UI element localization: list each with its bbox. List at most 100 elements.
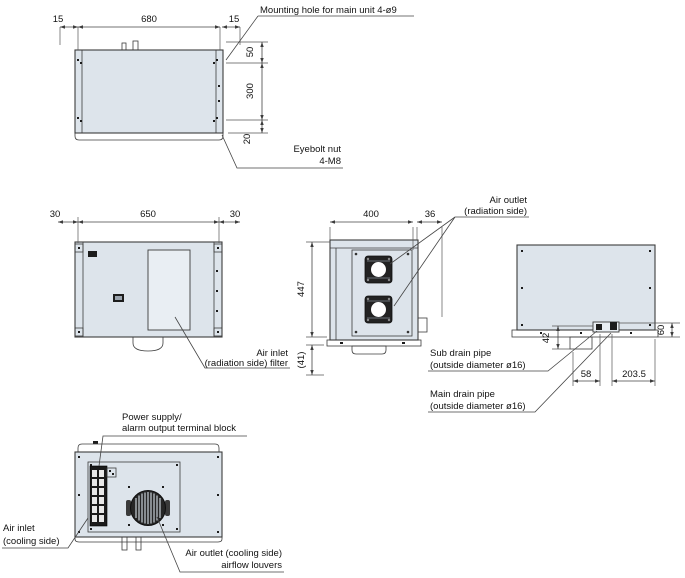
right-view: 42 60 58 203.5 Sub drain pipe (outside d… [428, 244, 680, 413]
mounting-hole-label: Mounting hole for main unit 4-ø9 [260, 5, 397, 16]
dim-58: 58 [581, 369, 592, 380]
dimension-arrowhead [408, 220, 413, 224]
dimension-arrowhead [310, 332, 314, 337]
eyebolt-pads [74, 243, 223, 337]
power-supply-label-1: Power supply/ [122, 412, 182, 423]
air-outlet-cooling-label-2: airflow louvers [221, 560, 282, 571]
front-leg-left [121, 536, 128, 551]
front-top-cap [77, 443, 220, 453]
dim-400: 400 [363, 209, 379, 220]
dimension-arrowhead [573, 379, 578, 383]
dim-300: 300 [245, 83, 256, 99]
main-drain-label-2: (outside diameter ø16) [430, 401, 526, 412]
dimension-arrowhead [650, 379, 655, 383]
dimension-arrowhead [310, 242, 314, 247]
dimension-arrowhead [215, 25, 220, 29]
dim-30-left: 30 [50, 209, 61, 220]
dimension-arrowhead [60, 25, 65, 29]
dimension-arrowhead [670, 332, 674, 337]
sub-drain-pipe [596, 324, 602, 330]
front-bottom-lip [74, 536, 223, 543]
dim-15-right: 15 [229, 14, 240, 25]
air-inlet-filter-label-2: (radiation side) filter [205, 358, 288, 369]
drain-cover [569, 336, 593, 350]
top-nub [93, 441, 98, 444]
dim-203-5: 203.5 [622, 369, 646, 380]
front-leg-right [135, 536, 142, 551]
top-pipe-small [121, 42, 127, 51]
dimension-arrowhead [310, 345, 314, 350]
dimension-arrowhead [73, 25, 78, 29]
dimension-arrowhead [73, 220, 78, 224]
air-inlet-filter [147, 249, 191, 331]
power-supply-label-2: alarm output terminal block [122, 423, 236, 434]
air-outlet-radiation-label-2: (radiation side) [464, 206, 527, 217]
dimension-arrowhead [78, 25, 83, 29]
bottom-lip [74, 132, 224, 141]
dim-41: (41) [296, 352, 307, 369]
brand-logo [88, 251, 97, 257]
dimension-arrowhead [58, 220, 63, 224]
fan-panel [351, 249, 413, 337]
eyebolt-label-2: 4-M8 [319, 156, 341, 167]
main-drain-pipe [610, 322, 617, 330]
rear-view: 30 650 30 Air inlet (radiation side) fil… [50, 209, 290, 369]
dimension-arrowhead [310, 370, 314, 375]
front-view: Power supply/ alarm output terminal bloc… [2, 412, 284, 573]
dim-50: 50 [245, 47, 256, 58]
right-screws [521, 250, 651, 334]
drain-bracket [592, 321, 620, 333]
dim-15-left: 15 [53, 14, 64, 25]
dimension-arrowhead [235, 220, 240, 224]
rear-drain-boss [132, 336, 164, 352]
main-drain-label-1: Main drain pipe [430, 389, 495, 400]
dimension-arrowhead [417, 220, 422, 224]
dimension-arrowhead [330, 220, 335, 224]
front-inner-panel [87, 461, 181, 533]
dim-36: 36 [425, 209, 436, 220]
dimension-arrowhead [219, 220, 224, 224]
panel-screws [354, 252, 410, 334]
air-outlet-cooling-label-1: Air outlet (cooling side) [185, 548, 282, 559]
dimension-arrowhead [260, 115, 264, 120]
sub-drain-label-1: Sub drain pipe [430, 348, 491, 359]
dimension-arrowhead [214, 220, 219, 224]
dimension-arrowhead [222, 25, 227, 29]
air-inlet-filter-label-1: Air inlet [256, 348, 288, 359]
dim-30-right: 30 [230, 209, 241, 220]
top-view: 15 680 15 50 300 20 Mounting hole for ma… [53, 5, 414, 169]
dim-60: 60 [656, 325, 667, 336]
unit-body-top [74, 49, 224, 134]
airflow-louver [126, 490, 170, 526]
dimension-arrowhead [78, 220, 83, 224]
side-bottom-boss [351, 345, 387, 355]
dimension-arrowhead [612, 379, 617, 383]
dimension-arrowhead [260, 128, 264, 133]
terminal-block [89, 465, 108, 527]
dim-42: 42 [541, 333, 552, 344]
air-outlet-radiation-label-1: Air outlet [490, 195, 528, 206]
right-bottom-rail [511, 329, 659, 338]
power-connector [106, 467, 117, 478]
eyebolt-label-1: Eyebolt nut [293, 144, 341, 155]
dimension-arrowhead [556, 344, 560, 349]
rating-plate-inner [115, 296, 122, 300]
mounting-hole-dots [77, 59, 220, 122]
dim-680: 680 [141, 14, 157, 25]
dimension-arrowhead [260, 42, 264, 47]
air-inlet-cooling-label-2: (cooling side) [3, 536, 60, 547]
top-pipe-large [132, 40, 139, 51]
fan-grille-top [364, 255, 393, 284]
dim-650: 650 [140, 209, 156, 220]
fan-grille-bottom [364, 295, 393, 324]
dimension-arrowhead [260, 63, 264, 68]
air-inlet-cooling-label-1: Air inlet [3, 523, 35, 534]
unit-body-right [516, 244, 656, 331]
dim-447: 447 [296, 281, 307, 297]
dimension-arrowhead [595, 379, 600, 383]
dim-20: 20 [242, 134, 253, 145]
dimension-arrowhead [260, 120, 264, 125]
panel-screws-front [90, 464, 178, 530]
dimension-arrowhead [260, 58, 264, 63]
